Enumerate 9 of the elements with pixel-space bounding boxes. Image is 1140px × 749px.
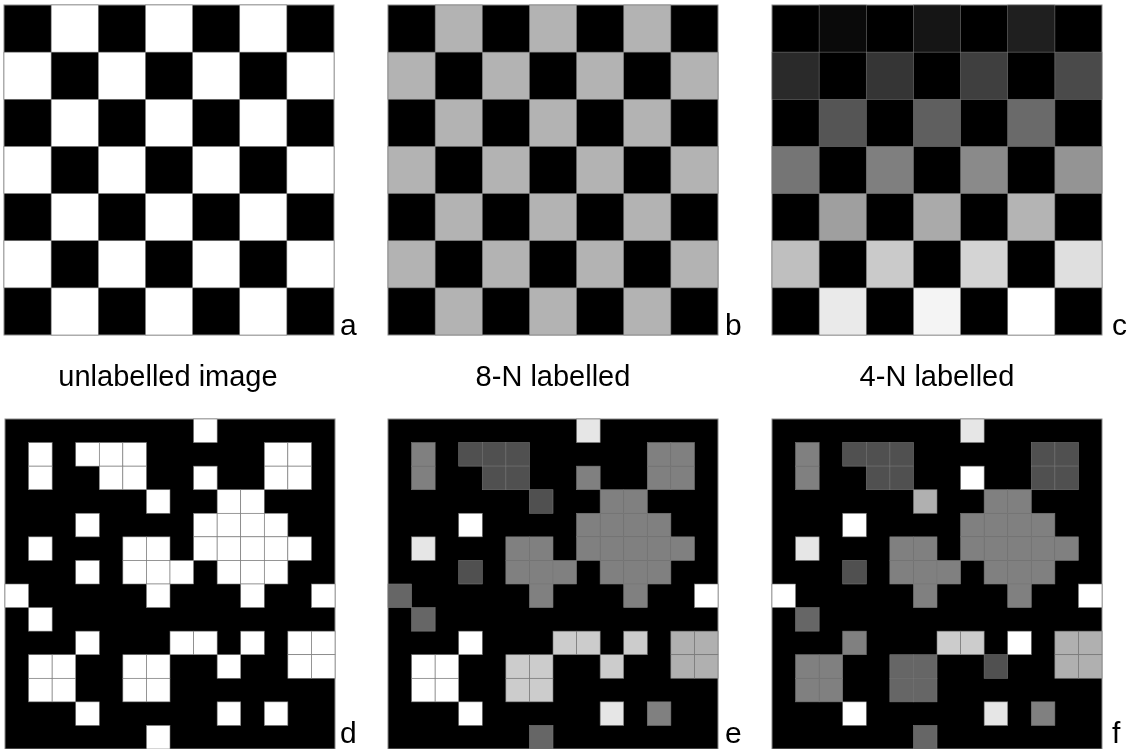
panel-letter: e [725,718,742,748]
panel-caption: unlabelled image [58,362,278,391]
panel-caption: 4-N labelled [859,362,1015,391]
panel-letter: b [725,310,742,340]
panel-letter: d [340,718,357,748]
panel-caption: 8-N labelled [475,362,631,391]
panel-letter: c [1112,310,1127,340]
panel-letter: f [1112,718,1121,748]
panel-letter: a [340,310,357,340]
